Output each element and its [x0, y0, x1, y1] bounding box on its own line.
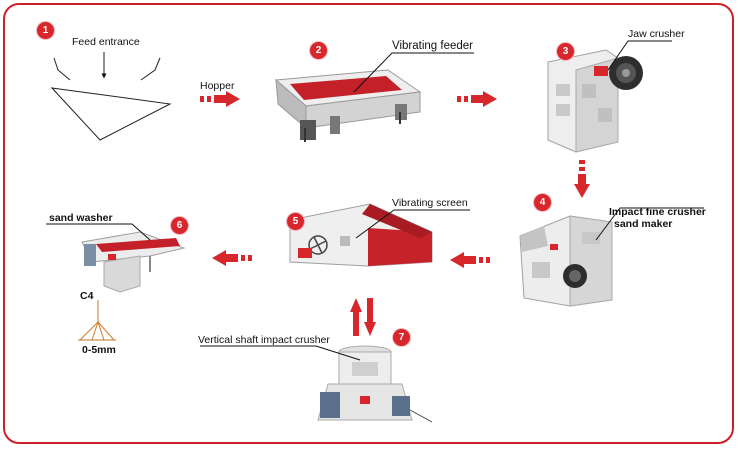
label-sand-maker: sand maker	[614, 218, 673, 230]
vsi-crusher-machine	[317, 345, 433, 423]
step-badge-5: 5	[287, 213, 304, 230]
vibrating-screen-machine	[289, 203, 433, 267]
step-badge-7: 7	[393, 329, 410, 346]
arrow-hopper-to-feeder	[200, 91, 240, 107]
arrow-screen-to-washer	[212, 250, 252, 266]
label-impact-fine-crusher: Impact fine crusher	[609, 206, 706, 218]
output-funnel	[78, 300, 116, 341]
step-badge-4: 4	[534, 194, 551, 211]
jaw-crusher-machine	[547, 49, 643, 153]
flow-arrows	[200, 91, 590, 336]
vibrating-feeder-machine	[274, 69, 422, 142]
label-output-size: 0-5mm	[82, 344, 116, 356]
label-sand-washer: sand washer	[49, 212, 113, 224]
arrow-feeder-to-jaw	[457, 91, 497, 107]
label-vibrating-screen: Vibrating screen	[392, 197, 468, 209]
label-vsi-crusher: Vertical shaft impact crusher	[198, 334, 330, 346]
sand-washer-machine	[81, 231, 186, 293]
impact-crusher-machine	[519, 215, 613, 307]
arrow-screen-vsi-bidirectional	[350, 298, 376, 336]
arrow-jaw-to-impact	[574, 160, 590, 198]
step-badge-3: 3	[557, 43, 574, 60]
arrow-impact-to-screen	[450, 252, 490, 268]
label-washer-code: C4	[80, 290, 94, 302]
step-badge-2: 2	[310, 42, 327, 59]
label-feed-entrance: Feed entrance	[72, 36, 140, 48]
label-leader-lines	[46, 40, 704, 361]
step-badge-1: 1	[37, 22, 54, 39]
feed-hopper-drawing	[50, 52, 172, 141]
label-hopper: Hopper	[200, 80, 235, 92]
label-vibrating-feeder: Vibrating feeder	[392, 40, 473, 52]
diagram-frame	[3, 3, 734, 444]
step-badge-6: 6	[171, 217, 188, 234]
label-jaw-crusher: Jaw crusher	[628, 28, 685, 40]
